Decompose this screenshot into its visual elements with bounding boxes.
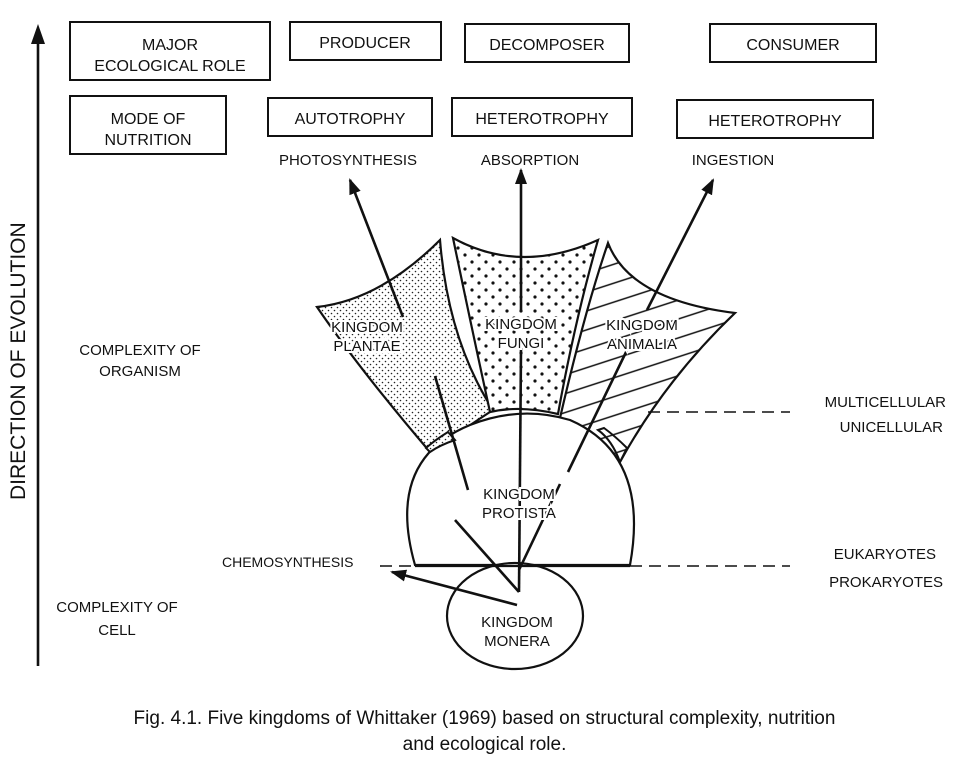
animalia-tail xyxy=(595,426,629,465)
plantae-tail xyxy=(424,430,457,454)
animalia-label-line1: KINGDOM xyxy=(606,317,678,334)
heterotrophy-absorption-box xyxy=(451,97,633,137)
kingdom-monera-shape xyxy=(445,561,585,671)
consumer-label: CONSUMER xyxy=(746,37,839,54)
chemosynthesis-arrow xyxy=(390,569,518,607)
plantae-label-line2: PLANTAE xyxy=(333,338,400,355)
autotrophy-box xyxy=(267,97,433,137)
decomposer-label: DECOMPOSER xyxy=(489,37,605,54)
producer-box xyxy=(289,21,442,61)
fungi-label-line1: KINGDOM xyxy=(485,316,557,333)
decomposer-box xyxy=(464,23,630,63)
figure-caption-line1: Fig. 4.1. Five kingdoms of Whittaker (19… xyxy=(133,708,836,729)
row-ecological-role: MAJOR ECOLOGICAL ROLE PRODUCER DECOMPOSE… xyxy=(69,21,877,81)
row-mode-of-nutrition: MODE OF NUTRITION AUTOTROPHY HETEROTROPH… xyxy=(69,95,874,155)
animalia-label-line2: ANIMALIA xyxy=(607,336,677,353)
five-kingdoms-diagram: DIRECTION OF EVOLUTION MAJOR ECOLOGICAL … xyxy=(7,21,947,671)
heterotrophy-absorption-label: HETEROTROPHY xyxy=(475,111,609,128)
ingestion-label: INGESTION xyxy=(692,152,775,169)
eukaryotes-label: EUKARYOTES xyxy=(834,546,936,563)
monera-label-line2: MONERA xyxy=(484,633,550,650)
prokaryotes-label: PROKARYOTES xyxy=(829,574,943,591)
complexity-of-organism-line2: ORGANISM xyxy=(99,363,181,380)
complexity-of-cell-line2: CELL xyxy=(98,622,136,639)
fungi-trunk-line xyxy=(517,347,523,593)
unicellular-label: UNICELLULAR xyxy=(840,419,944,436)
ecological-role-label-line1: MAJOR xyxy=(142,37,198,54)
mode-of-nutrition-label-line2: NUTRITION xyxy=(104,132,191,149)
kingdom-fungi-shape xyxy=(451,235,600,416)
protista-label-line2: PROTISTA xyxy=(482,505,556,522)
absorption-label: ABSORPTION xyxy=(481,152,579,169)
protista-to-animalia-lower xyxy=(517,483,562,571)
ecological-role-label-line2: ECOLOGICAL ROLE xyxy=(94,58,245,75)
protista-to-plantae-line xyxy=(433,375,470,491)
mode-of-nutrition-label-box xyxy=(69,95,227,155)
producer-label: PRODUCER xyxy=(319,35,411,52)
heterotrophy-ingestion-label: HETEROTROPHY xyxy=(708,113,842,130)
heterotrophy-ingestion-box xyxy=(676,99,874,139)
multicellular-label: MULTICELLULAR xyxy=(825,394,947,411)
kingdom-labels: KINGDOM PLANTAE KINGDOM FUNGI KINGDOM AN… xyxy=(329,314,680,652)
figure-caption-line2: and ecological role. xyxy=(402,734,567,755)
axis-label: DIRECTION OF EVOLUTION xyxy=(7,222,30,500)
protista-to-animalia-line xyxy=(566,347,630,473)
chemosynthesis-label: CHEMOSYNTHESIS xyxy=(222,554,353,570)
animalia-ingestion-arrow xyxy=(645,178,715,311)
protista-label-line1: KINGDOM xyxy=(483,486,555,503)
plantae-photosynthesis-arrow xyxy=(348,178,405,318)
plantae-label-line1: KINGDOM xyxy=(331,319,403,336)
evolution-axis: DIRECTION OF EVOLUTION xyxy=(7,24,45,666)
axis-arrow-icon xyxy=(31,24,45,44)
mode-of-nutrition-label-line1: MODE OF xyxy=(111,111,186,128)
consumer-box xyxy=(709,23,877,63)
complexity-of-organism-line1: COMPLEXITY OF xyxy=(79,342,200,359)
complexity-of-cell-line1: COMPLEXITY OF xyxy=(56,599,177,616)
ecological-role-label-box xyxy=(69,21,271,81)
monera-label-line1: KINGDOM xyxy=(481,614,553,631)
monera-to-plantae-lower xyxy=(454,519,520,593)
fungi-label-line2: FUNGI xyxy=(498,335,545,352)
autotrophy-label: AUTOTROPHY xyxy=(295,111,406,128)
photosynthesis-label: PHOTOSYNTHESIS xyxy=(279,152,417,169)
